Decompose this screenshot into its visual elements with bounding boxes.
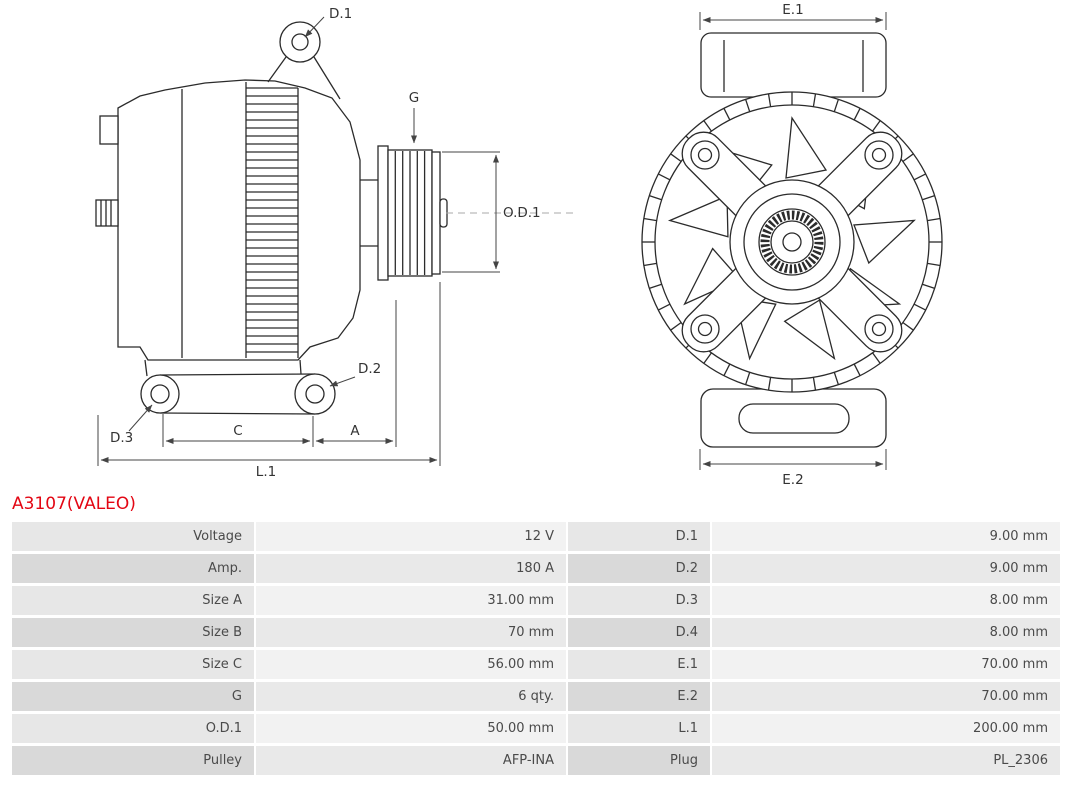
- spec-value-cell: 56.00 mm: [256, 650, 566, 679]
- dim-label-od1: O.D.1: [503, 205, 541, 221]
- alternator-side-view: [95, 21, 576, 415]
- spec-row: Voltage 12 V D.1 9.00 mm: [12, 522, 1060, 551]
- bracket-bolt-holes: [690, 140, 894, 344]
- dim-label-c: C: [233, 423, 242, 439]
- spec-value-cell: 31.00 mm: [256, 586, 566, 615]
- spec-label-cell: E.2: [568, 682, 710, 711]
- dim-label-d2: D.2: [358, 361, 381, 377]
- spec-label-cell: D.3: [568, 586, 710, 615]
- spec-value-cell: AFP-INA: [256, 746, 566, 775]
- dim-label-g: G: [409, 90, 419, 106]
- spec-value-cell: 12 V: [256, 522, 566, 551]
- dim-label-l1: L.1: [256, 464, 276, 480]
- dim-label-d3: D.3: [110, 430, 133, 446]
- pulley-grooves: [394, 151, 426, 275]
- spec-row: Size B 70 mm D.4 8.00 mm: [12, 618, 1060, 647]
- spec-row: Size C 56.00 mm E.1 70.00 mm: [12, 650, 1060, 679]
- spec-value-cell: 180 A: [256, 554, 566, 583]
- dim-label-e2: E.2: [782, 472, 803, 488]
- spec-row: O.D.1 50.00 mm L.1 200.00 mm: [12, 714, 1060, 743]
- spec-value-cell: 9.00 mm: [712, 554, 1060, 583]
- spec-label-cell: D.2: [568, 554, 710, 583]
- part-number-heading: A3107(VALEO): [12, 494, 136, 514]
- spec-label-cell: Size B: [12, 618, 254, 647]
- side-view-dimensions: D.1 G O.D.1 D.2 D.3 C: [97, 6, 541, 480]
- spec-value-cell: 70.00 mm: [712, 682, 1060, 711]
- spec-label-cell: L.1: [568, 714, 710, 743]
- spec-label-cell: Amp.: [12, 554, 254, 583]
- stator-ribs: [246, 87, 298, 353]
- spec-label-cell: Plug: [568, 746, 710, 775]
- spec-value-cell: PL_2306: [712, 746, 1060, 775]
- spec-label-cell: D.1: [568, 522, 710, 551]
- spec-row: G 6 qty. E.2 70.00 mm: [12, 682, 1060, 711]
- spec-value-cell: 200.00 mm: [712, 714, 1060, 743]
- spec-row: Amp. 180 A D.2 9.00 mm: [12, 554, 1060, 583]
- spec-label-cell: Pulley: [12, 746, 254, 775]
- dim-label-a: A: [350, 423, 360, 439]
- spec-label-cell: G: [12, 682, 254, 711]
- spec-value-cell: 50.00 mm: [256, 714, 566, 743]
- spec-row: Pulley AFP-INA Plug PL_2306: [12, 746, 1060, 775]
- spec-label-cell: Voltage: [12, 522, 254, 551]
- diagram-svg: D.1 G O.D.1 D.2 D.3 C: [95, 2, 943, 488]
- spec-value-cell: 70.00 mm: [712, 650, 1060, 679]
- dim-label-e1: E.1: [782, 2, 803, 18]
- dim-label-d1: D.1: [329, 6, 352, 22]
- spec-value-cell: 70 mm: [256, 618, 566, 647]
- pulley-hub: [729, 179, 855, 305]
- technical-drawings: D.1 G O.D.1 D.2 D.3 C: [95, 2, 943, 488]
- spec-value-cell: 6 qty.: [256, 682, 566, 711]
- spec-label-cell: Size A: [12, 586, 254, 615]
- spec-label-cell: Size C: [12, 650, 254, 679]
- spec-value-cell: 9.00 mm: [712, 522, 1060, 551]
- spec-label-cell: D.4: [568, 618, 710, 647]
- spec-table: Voltage 12 V D.1 9.00 mm Amp. 180 A D.2 …: [10, 519, 1062, 778]
- spec-value-cell: 8.00 mm: [712, 586, 1060, 615]
- spec-label-cell: O.D.1: [12, 714, 254, 743]
- spec-label-cell: E.1: [568, 650, 710, 679]
- front-view-dimensions: E.1 E.2: [699, 2, 887, 488]
- spec-value-cell: 8.00 mm: [712, 618, 1060, 647]
- spec-row: Size A 31.00 mm D.3 8.00 mm: [12, 586, 1060, 615]
- rim-fins: [642, 92, 942, 392]
- alternator-front-view: [641, 32, 943, 448]
